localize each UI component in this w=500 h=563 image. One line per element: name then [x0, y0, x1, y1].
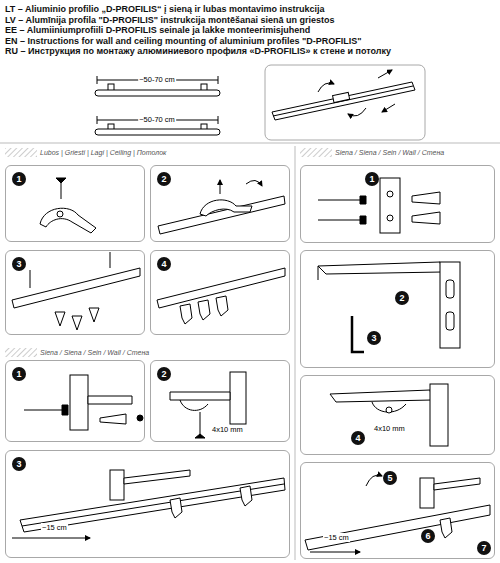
step-panel: 1 — [300, 165, 495, 243]
header-line: EN – Instructions for wall and ceiling m… — [5, 36, 362, 46]
callout-number: 5 — [383, 471, 397, 485]
callout-number: 4 — [351, 431, 365, 445]
step-panel: 4 4x10 mm — [300, 375, 495, 455]
step-panel: 3 ~15 cm — [5, 450, 290, 558]
dimension-label: ~50-70 cm — [138, 75, 176, 84]
callout-number: 2 — [395, 291, 409, 305]
callout-number: 6 — [421, 529, 435, 543]
step-panel: 2 — [150, 165, 290, 242]
dimension-label: ~15 cm — [41, 523, 68, 532]
step-panel: 23 — [300, 250, 495, 368]
section-heading: Lubos | Griesti | Lagi | Ceiling | Потол… — [38, 148, 168, 157]
dimension-label: 4x10 mm — [211, 425, 244, 434]
step-panel: 2 4x10 mm — [150, 360, 290, 442]
callout-number: 4 — [157, 257, 171, 271]
callout-number: 7 — [477, 541, 491, 555]
step-panel: 1 — [5, 360, 145, 442]
callout-number: 3 — [12, 257, 26, 271]
callout-number: 1 — [365, 172, 379, 186]
callout-number: 3 — [12, 457, 26, 471]
step-panel: 4 — [150, 250, 290, 335]
callout-number: 1 — [12, 367, 26, 381]
dimension-label: ~50-70 cm — [138, 115, 176, 124]
dimension-label: 4x10 mm — [373, 424, 406, 433]
dimension-label: ~15 cm — [323, 533, 350, 542]
header-line: EE – Alumiiniumprofiili D-PROFILIS seina… — [5, 25, 310, 35]
step-panel: 3 — [5, 250, 145, 335]
step-panel: 5 6 7 ~15 cm — [300, 462, 495, 559]
title-text: LT – Aliuminio profilio „D-PROFILIS“ į s… — [5, 4, 325, 14]
section-heading: Siena / Siena / Sein / Wall / Стена — [333, 148, 446, 157]
callout-number: 1 — [12, 172, 26, 186]
callout-number: 3 — [367, 331, 381, 345]
callout-number: 2 — [157, 172, 171, 186]
section-heading: Siena / Siena / Sein / Wall / Стена — [38, 348, 151, 357]
callout-number: 2 — [157, 367, 171, 381]
header-line: RU – Инструкция по монтажу алюминиевого … — [5, 46, 391, 56]
step-panel: 1 — [5, 165, 145, 242]
header-line: LV – Alumīnija profila "D-PROFILIS" inst… — [5, 15, 335, 25]
